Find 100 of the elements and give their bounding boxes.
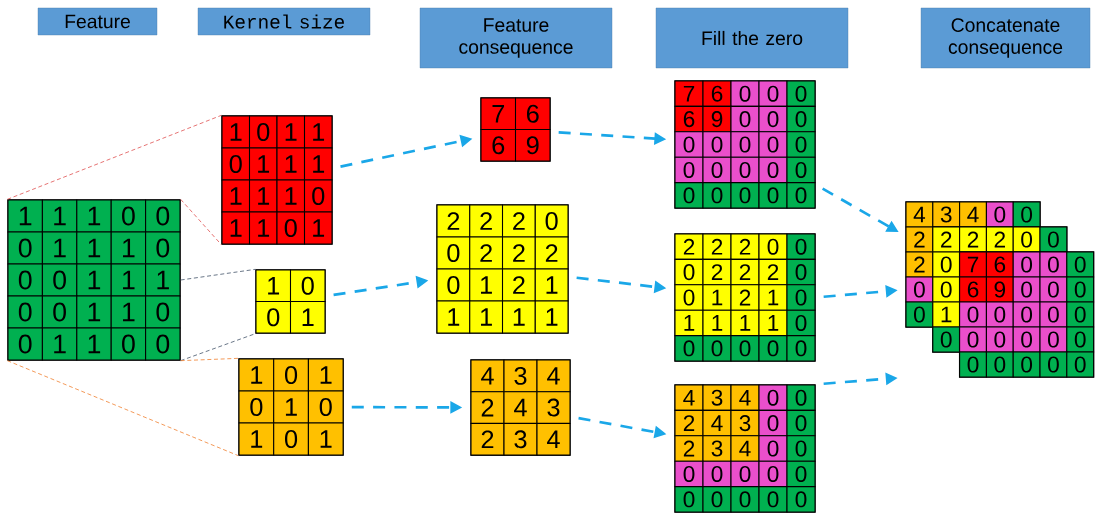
grid-cell: 1: [469, 268, 504, 302]
grid-cell: 1: [702, 309, 732, 337]
grid-cell: 0: [758, 156, 788, 184]
grid-cell: 0: [248, 115, 278, 149]
grid-cell: 2: [674, 233, 704, 260]
grid-cell: 1: [273, 390, 309, 424]
grid-cell: 2: [469, 236, 504, 270]
grid-cell: 1: [303, 115, 333, 149]
grid-cell: 1: [248, 179, 278, 213]
grid-cell: 3: [536, 391, 571, 424]
grid-cell: 4: [702, 409, 732, 437]
grid-cell: 1: [238, 422, 275, 456]
grid-cell: 0: [436, 268, 471, 302]
grid-cell: 0: [276, 211, 306, 245]
grid-cell: 2: [730, 258, 760, 286]
grid-cell: 0: [786, 309, 816, 337]
grid-cell: 0: [41, 263, 78, 297]
grid-cell: 1: [702, 284, 732, 311]
grid-cell: 0: [145, 199, 181, 233]
grid-cell: 0: [289, 269, 326, 303]
grid-cell: 2: [674, 409, 704, 437]
grid-cell: 0: [758, 335, 788, 362]
grid-cell: 0: [758, 131, 788, 158]
grid-cell: 6: [959, 276, 987, 303]
grid-cell: 3: [503, 422, 538, 456]
grid-cell: 1: [730, 309, 760, 337]
grid-cell: 0: [758, 233, 788, 260]
grid-cell: 1: [502, 300, 536, 334]
grid-cell: 1: [248, 211, 278, 245]
grid-cell: 0: [145, 295, 181, 329]
grid-cell: 0: [758, 384, 788, 411]
grid-cell: 2: [905, 251, 934, 278]
grid-cell: 0: [702, 131, 732, 158]
grid-cell: 0: [702, 182, 732, 209]
grid-cell: 7: [480, 97, 517, 131]
grid-cell: 0: [7, 263, 43, 297]
grid-cell: 0: [786, 131, 816, 158]
grid-cell: 9: [514, 128, 551, 162]
grid-cell: 2: [502, 268, 536, 302]
grid-cell: 0: [786, 384, 816, 411]
grid-cell: 0: [786, 335, 816, 362]
grid-cell: 0: [932, 276, 961, 303]
grid-cell: 0: [758, 460, 788, 488]
grid-cell: 0: [730, 80, 760, 107]
grid-cell: 0: [1066, 251, 1095, 278]
header-box: Concatenate consequence: [920, 7, 1091, 69]
projection-line: [180, 357, 239, 362]
grid-cell: 1: [221, 179, 251, 213]
grid-cell: 0: [702, 460, 732, 488]
grid-cell: 0: [534, 204, 569, 238]
grid-cell: 1: [276, 179, 306, 213]
grid-cell: 1: [76, 263, 112, 297]
grid-cell: 9: [702, 105, 732, 133]
grid-cell: 1: [307, 358, 344, 392]
grid-cell: 0: [905, 301, 934, 328]
header-box: Feature consequence: [419, 7, 613, 69]
grid-cell: 0: [221, 147, 251, 181]
grid-cell: 2: [436, 204, 471, 238]
projection-line: [6, 360, 239, 457]
grid-cell: 0: [1039, 301, 1068, 328]
grid-cell: 3: [702, 384, 732, 411]
projection-line: [180, 333, 256, 362]
grid-cell: 0: [702, 486, 732, 513]
grid-cell: 0: [959, 326, 987, 353]
projection-line: [180, 198, 222, 246]
grid-cell: 2: [905, 226, 934, 253]
grid-cell: 0: [1039, 351, 1068, 378]
grid-cell: 0: [985, 351, 1014, 378]
grid-cell: 0: [1066, 301, 1095, 328]
grid-cell: 0: [1039, 226, 1068, 253]
grid-cell: 6: [985, 251, 1014, 278]
grid-cell: 6: [480, 128, 517, 162]
grid-cell: 0: [7, 327, 43, 361]
grid-cell: 2: [702, 258, 732, 286]
grid-cell: 0: [786, 409, 816, 437]
grid-cell: 0: [758, 435, 788, 462]
grid-cell: 4: [503, 391, 538, 424]
grid-cell: 0: [786, 105, 816, 133]
grid-cell: 0: [786, 284, 816, 311]
grid-cell: 1: [110, 231, 147, 265]
grid-cell: 2: [702, 233, 732, 260]
grid-cell: 0: [786, 156, 816, 184]
grid-cell: 6: [514, 97, 551, 131]
grid-cell: 0: [110, 199, 147, 233]
grid-cell: 6: [702, 80, 732, 107]
grid-cell: 0: [674, 335, 704, 362]
grid-cell: 1: [276, 115, 306, 149]
grid-cell: 1: [221, 115, 251, 149]
grid-cell: 4: [730, 384, 760, 411]
grid-cell: 4: [536, 422, 571, 456]
grid-cell: 0: [436, 236, 471, 270]
grid-cell: 1: [41, 231, 78, 265]
grid-cell: 2: [985, 226, 1014, 253]
grid-cell: 2: [758, 258, 788, 286]
grid-cell: 0: [1066, 276, 1095, 303]
grid-cell: 9: [985, 276, 1014, 303]
grid-cell: 4: [959, 201, 987, 228]
grid-cell: 1: [534, 300, 569, 334]
grid-cell: 0: [307, 390, 344, 424]
header-box: Kernel size: [197, 7, 371, 36]
